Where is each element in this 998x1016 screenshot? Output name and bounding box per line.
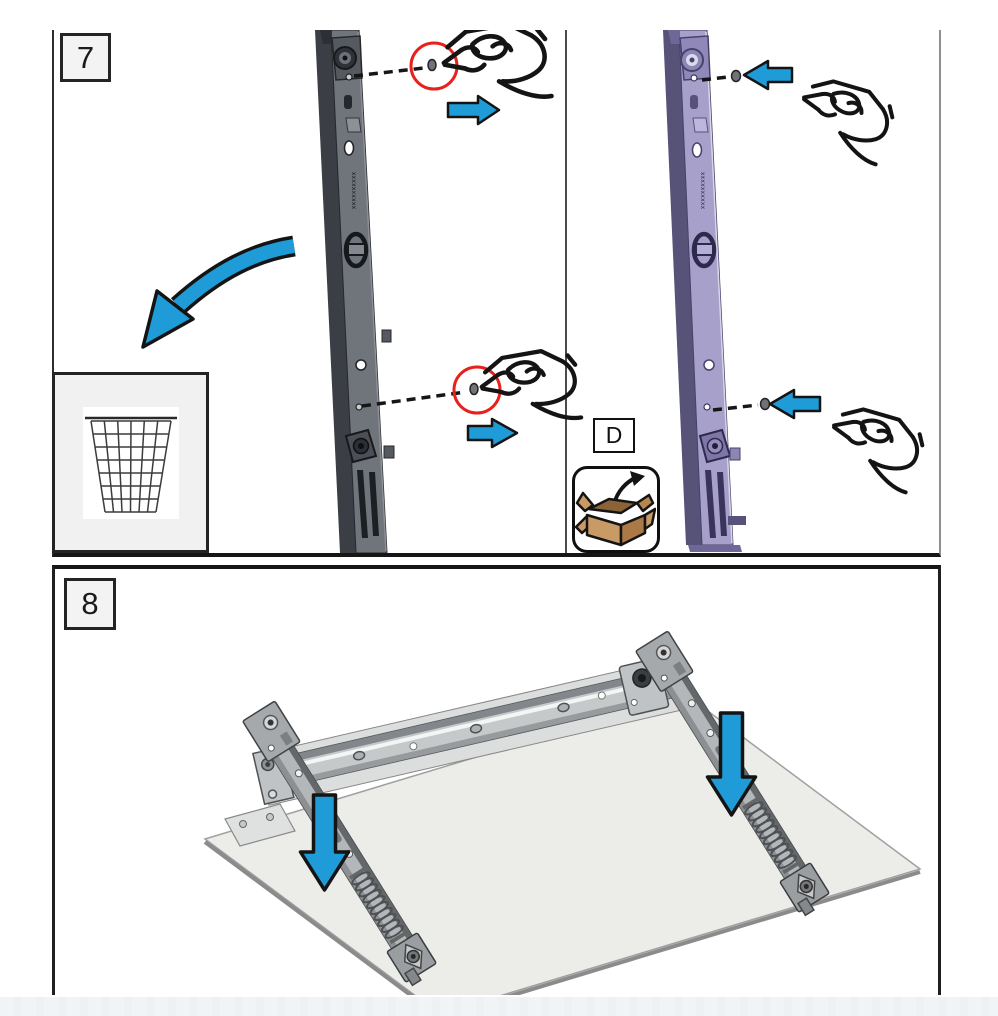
wastebasket-icon: [83, 407, 179, 519]
remove-pin-action-bottom: [361, 351, 581, 449]
retaining-pin: [759, 397, 771, 411]
step-8-number: 8: [81, 586, 99, 621]
part-d-label: D: [605, 422, 623, 448]
insert-pin-action-bottom: [712, 388, 933, 493]
part-d-label-box: D: [593, 418, 635, 453]
dashed-guide-line: [361, 390, 467, 408]
step-7-number: 7: [76, 39, 95, 75]
wastebasket-box: [52, 372, 209, 553]
step-8-illustration: [203, 630, 922, 995]
pinch-hand-icon: [791, 67, 903, 165]
big-down-arrow-right: [705, 711, 758, 817]
blue-arrow-left-icon: [768, 388, 822, 420]
page-bottom-strip: [0, 997, 998, 1016]
retaining-pin: [730, 69, 742, 83]
big-down-arrow-left: [298, 793, 351, 892]
retaining-pin: [469, 382, 479, 396]
insert-pin-action-top: [701, 59, 903, 165]
open-carton-icon: [575, 471, 656, 547]
step-8-badge: 8: [64, 578, 116, 630]
step-7-badge: 7: [60, 33, 111, 82]
blue-arrow-right-icon: [446, 94, 501, 126]
dashed-guide-line: [712, 403, 759, 412]
mounting-plate: [224, 803, 296, 847]
step-7-illustration: xxxxxxxxxx: [141, 30, 939, 553]
curved-discard-arrow: [141, 235, 296, 349]
pinch-hand-icon: [444, 30, 552, 97]
blue-arrow-left-icon: [742, 59, 794, 91]
retaining-pin: [427, 58, 437, 72]
carton-box-badge: [572, 466, 660, 553]
top-rail-assembly: [252, 657, 683, 806]
dashed-guide-line: [353, 66, 425, 78]
purple-rail: xxxxxxxxxx: [663, 30, 746, 552]
pinch-hand-icon: [821, 395, 933, 493]
step-7-panel: 7: [52, 30, 941, 557]
blue-arrow-right-icon: [466, 417, 519, 449]
rail-marking-text: xxxxxxxxxx: [699, 172, 706, 210]
remove-pin-action-top: [353, 30, 552, 126]
dashed-guide-line: [701, 75, 729, 82]
step-8-panel: 8: [52, 565, 941, 995]
rail-marking-text: xxxxxxxxxx: [350, 172, 357, 210]
dark-rail: xxxxxxxxxx: [315, 30, 395, 553]
